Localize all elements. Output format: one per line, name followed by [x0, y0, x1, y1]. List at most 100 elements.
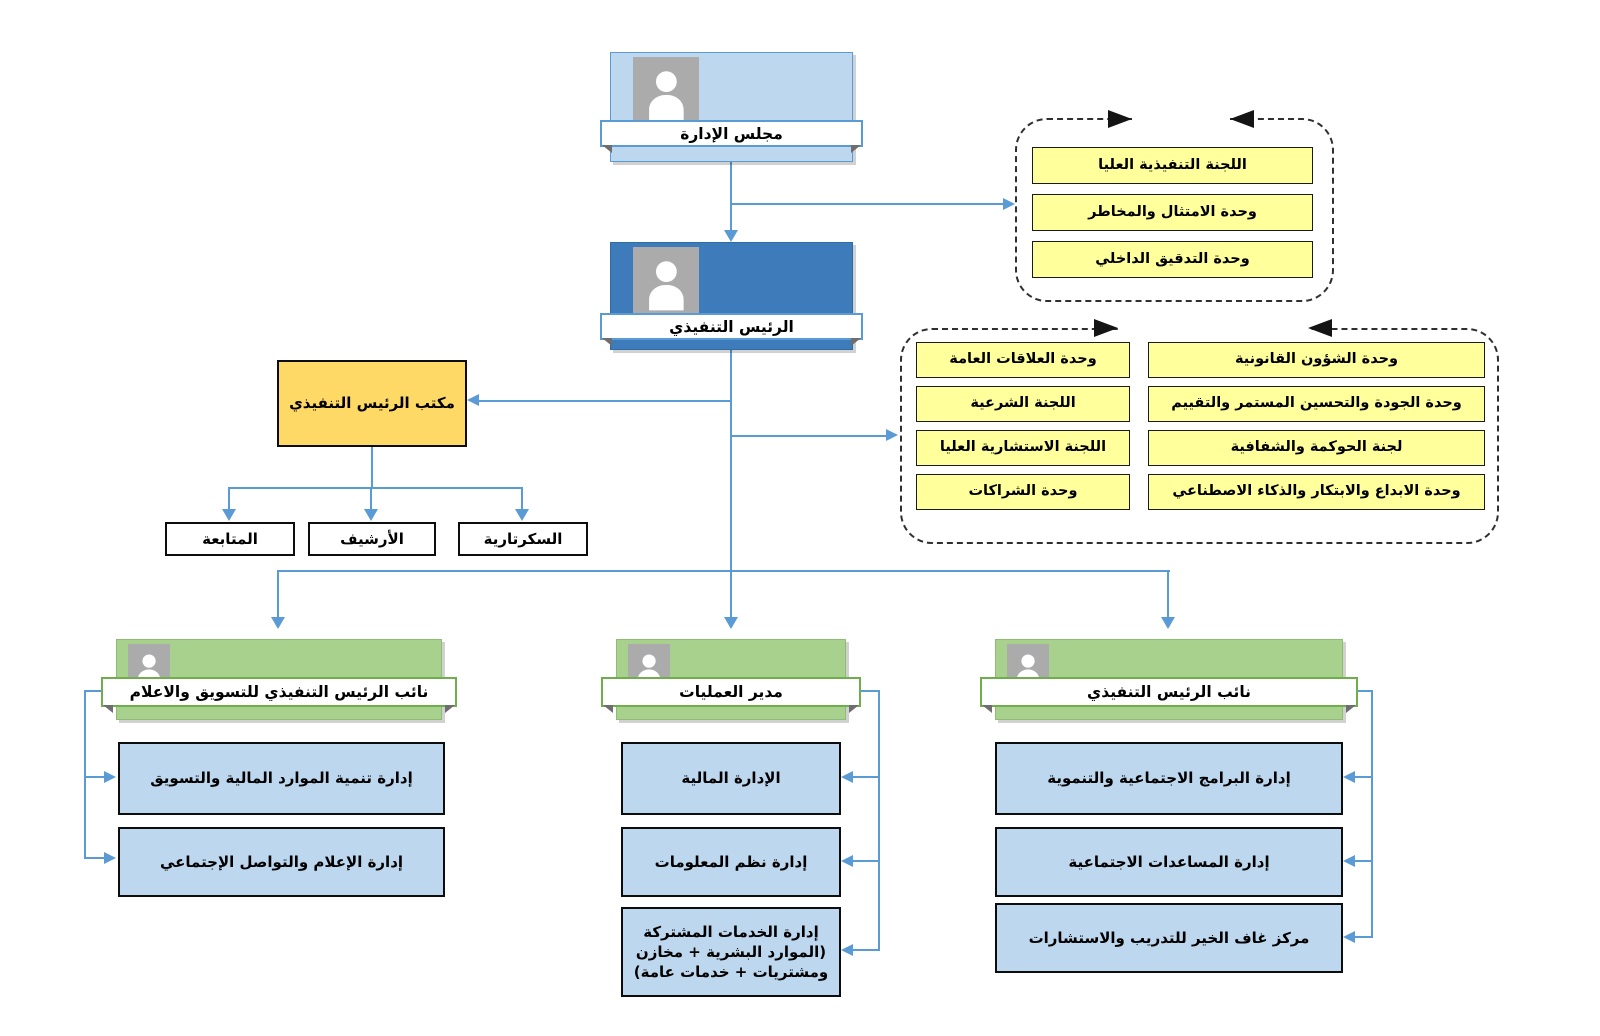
marketing-vp-label: نائب الرئيس التنفيذي للتسويق والاعلام	[129, 683, 429, 701]
programs-vp-ribbon: نائب الرئيس التنفيذي	[980, 677, 1358, 713]
connector-line	[730, 570, 733, 618]
connector-arrow	[1003, 198, 1015, 210]
ceo-office-label: مكتب الرئيس التنفيذي	[289, 394, 455, 413]
department-label: إدارة نظم المعلومات	[654, 852, 808, 871]
advisory-item: وحدة الشراكات	[916, 474, 1130, 510]
department-label: إدارة الإعلام والتواصل الإجتماعي	[159, 852, 404, 871]
connector-line	[371, 446, 374, 489]
connector-line	[1355, 776, 1373, 779]
connector-arrow	[1161, 617, 1175, 629]
connector-arrow	[271, 617, 285, 629]
connector-line	[479, 400, 731, 403]
connector-arrow	[1343, 931, 1355, 943]
department-box: إدارة البرامج الاجتماعية والتنموية	[995, 742, 1343, 815]
connector-arrow	[222, 509, 236, 521]
advisory-item: اللجنة الشرعية	[916, 386, 1130, 422]
operations-label: مدير العمليات	[679, 683, 783, 701]
connector-line	[277, 570, 280, 618]
advisory-item-label: وحدة الابداع والابتكار والذكاء الاصطناعي	[1172, 483, 1461, 500]
connector-line	[1355, 936, 1373, 939]
advisory-item-label: لجنة الحوكمة والشفافية	[1230, 439, 1403, 456]
advisory-item: وحدة الجودة والتحسين المستمر والتقييم	[1148, 386, 1485, 422]
connector-arrow	[886, 429, 898, 441]
department-label: الإدارة المالية	[681, 769, 781, 788]
connector-line	[228, 487, 231, 510]
connector-arrow	[1343, 855, 1355, 867]
connector-line	[278, 570, 1170, 573]
connector-line	[1358, 690, 1373, 693]
oversight-item-label: وحدة التدقيق الداخلي	[1095, 250, 1250, 267]
dashed-gap	[1118, 320, 1308, 337]
ceo-office-box: مكتب الرئيس التنفيذي	[277, 360, 467, 447]
connector-arrow	[724, 617, 738, 629]
connector-arrow	[104, 771, 116, 783]
advisory-item-label: وحدة الشراكات	[968, 483, 1078, 500]
connector-arrow	[841, 771, 853, 783]
oversight-item-label: وحدة الامتثال والمخاطر	[1088, 203, 1257, 220]
department-box: إدارة الإعلام والتواصل الإجتماعي	[118, 827, 445, 897]
connector-line	[730, 161, 733, 231]
oversight-item-label: اللجنة التنفيذية العليا	[1098, 156, 1247, 173]
oversight-item: وحدة الامتثال والمخاطر	[1032, 194, 1313, 231]
advisory-item: وحدة العلاقات العامة	[916, 342, 1130, 378]
connector-line	[521, 487, 524, 510]
connector-line	[861, 690, 880, 693]
department-box: مركز غاف الخير للتدريب والاستشارات	[995, 903, 1343, 973]
advisory-item-label: وحدة العلاقات العامة	[949, 351, 1097, 368]
connector-arrow	[724, 230, 738, 242]
advisory-item: وحدة الابداع والابتكار والذكاء الاصطناعي	[1148, 474, 1485, 510]
connector-line	[853, 949, 880, 952]
person-icon	[633, 247, 699, 313]
dashed-gap	[1132, 110, 1230, 127]
connector-arrow	[104, 852, 116, 864]
connector-line	[85, 857, 105, 860]
connector-arrow	[1343, 771, 1355, 783]
department-label: إدارة المساعدات الاجتماعية	[1068, 852, 1270, 871]
department-box: الإدارة المالية	[621, 742, 841, 815]
connector-line	[1167, 570, 1170, 618]
operations-ribbon: مدير العمليات	[601, 677, 861, 713]
connector-line	[84, 690, 87, 859]
connector-arrow	[467, 394, 479, 406]
advisory-item: وحدة الشؤون القانونية	[1148, 342, 1485, 378]
department-box: إدارة تنمية الموارد المالية والتسويق	[118, 742, 445, 815]
department-box: إدارة المساعدات الاجتماعية	[995, 827, 1343, 897]
connector-line	[1355, 860, 1373, 863]
office-unit-label: المتابعة	[202, 529, 258, 548]
office-unit: السكرتارية	[458, 522, 588, 556]
department-box: إدارة الخدمات المشتركة (الموارد البشرية …	[621, 907, 841, 997]
board-ribbon: مجلس الإدارة	[600, 120, 863, 153]
connector-arrow	[515, 509, 529, 521]
ceo-label: الرئيس التنفيذي	[669, 317, 794, 336]
connector-arrow	[841, 944, 853, 956]
office-unit-label: السكرتارية	[483, 529, 563, 548]
advisory-item-label: وحدة الشؤون القانونية	[1234, 351, 1399, 368]
office-unit-label: الأرشيف	[340, 529, 404, 548]
board-label: مجلس الإدارة	[680, 124, 783, 143]
connector-line	[853, 776, 880, 779]
connector-line	[730, 349, 733, 572]
connector-line	[878, 690, 881, 951]
department-label: إدارة البرامج الاجتماعية والتنموية	[1047, 769, 1291, 788]
connector-arrow	[364, 509, 378, 521]
connector-line	[1371, 690, 1374, 938]
arrow-right-icon	[1094, 319, 1118, 337]
connector-line	[85, 690, 103, 693]
arrow-right-icon	[1108, 110, 1132, 128]
department-label: مركز غاف الخير للتدريب والاستشارات	[1028, 928, 1310, 947]
connector-line	[731, 435, 886, 438]
connector-line	[85, 776, 105, 779]
advisory-item-label: اللجنة الاستشارية العليا	[939, 439, 1107, 456]
ceo-ribbon: الرئيس التنفيذي	[600, 313, 863, 346]
connector-line	[370, 487, 373, 510]
connector-arrow	[841, 855, 853, 867]
arrow-left-icon	[1308, 319, 1332, 337]
department-box: إدارة نظم المعلومات	[621, 827, 841, 897]
department-label: إدارة الخدمات المشتركة (الموارد البشرية …	[633, 922, 829, 982]
advisory-item-label: وحدة الجودة والتحسين المستمر والتقييم	[1171, 395, 1462, 412]
office-unit: المتابعة	[165, 522, 295, 556]
advisory-item: اللجنة الاستشارية العليا	[916, 430, 1130, 466]
advisory-item: لجنة الحوكمة والشفافية	[1148, 430, 1485, 466]
advisory-item-label: اللجنة الشرعية	[970, 395, 1076, 412]
